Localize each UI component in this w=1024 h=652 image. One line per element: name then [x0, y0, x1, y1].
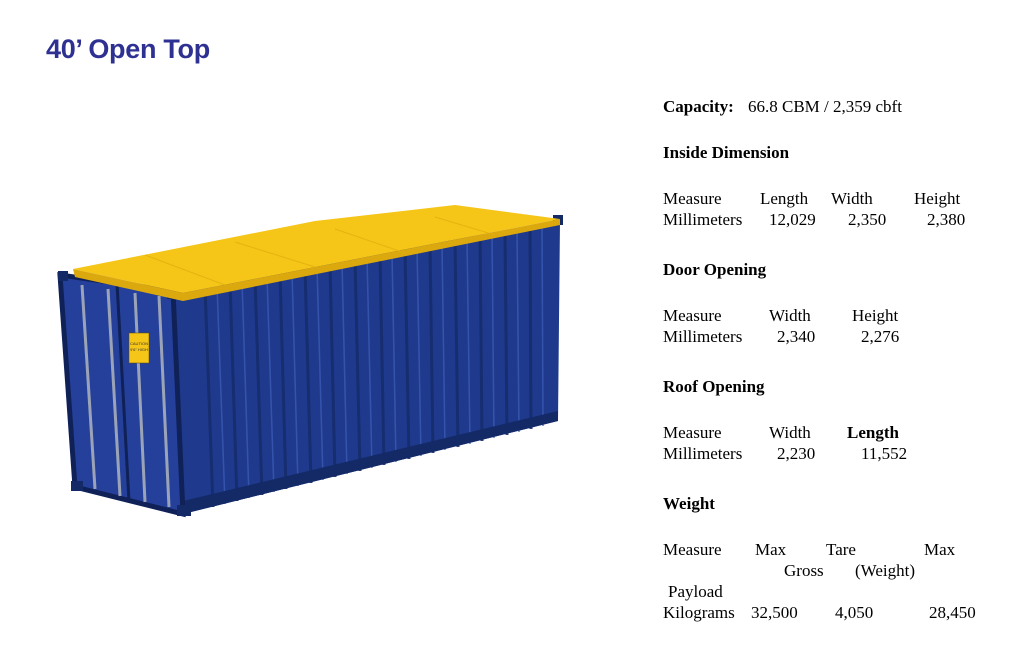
weight-value-row: Kilograms 32,500 4,050 28,450	[663, 602, 1013, 623]
roof-opening-header-row: Measure Width Length	[663, 422, 1013, 443]
svg-text:CAUTION: CAUTION	[130, 341, 148, 346]
tarpaulin-folds	[144, 216, 496, 286]
corner-casting	[177, 505, 191, 516]
capacity-label: Capacity:	[663, 97, 734, 116]
table-cell: 28,450	[929, 603, 976, 622]
door-opening-header-row: Measure Width Height	[663, 305, 1013, 326]
side-corrugation-highlights	[216, 223, 544, 505]
column-header: Width	[769, 306, 811, 325]
column-header: Max	[924, 540, 956, 559]
weight-heading: Weight	[663, 494, 715, 513]
column-header: Height	[852, 306, 899, 325]
container-door-end	[60, 275, 183, 514]
weight-header-row: Measure Max Tare Max	[663, 539, 1013, 560]
inside-dimension-header-row: Measure Length Width Height	[663, 188, 1013, 209]
inside-dimension-heading: Inside Dimension	[663, 143, 790, 162]
column-header: Max	[755, 540, 787, 559]
column-header: Height	[914, 189, 961, 208]
column-header: Width	[831, 189, 873, 208]
table-cell: Millimeters	[663, 444, 743, 463]
corner-casting	[58, 271, 68, 281]
table-cell: 12,029	[769, 210, 816, 229]
side-corrugations	[203, 225, 533, 508]
column-header: (Weight)	[855, 561, 915, 580]
door-opening-value-row: Millimeters 2,340 2,276	[663, 326, 1013, 347]
capacity-line: Capacity: 66.8 CBM / 2,359 cbft	[663, 96, 1013, 117]
bottom-rail	[183, 411, 558, 514]
table-cell: 32,500	[751, 603, 798, 622]
weight-header-row-3: Payload	[663, 581, 1013, 602]
door-opening-heading: Door Opening	[663, 260, 767, 279]
roof-opening-value-row: Millimeters 2,230 11,552	[663, 443, 1013, 464]
column-header: Measure	[663, 540, 722, 559]
door-locking-bars	[80, 284, 171, 508]
caution-sticker	[128, 332, 150, 364]
column-header: Length	[760, 189, 809, 208]
page-title: 40’ Open Top	[46, 34, 210, 64]
table-cell: 2,230	[777, 444, 816, 463]
table-cell: 4,050	[835, 603, 874, 622]
roof-opening-heading: Roof Opening	[663, 377, 765, 396]
svg-text:9'6" HIGH: 9'6" HIGH	[130, 347, 148, 352]
table-cell: 2,380	[927, 210, 966, 229]
corner-casting	[71, 481, 83, 491]
open-top-container-image: CAUTION 9'6" HIGH	[57, 205, 563, 518]
column-header: Width	[769, 423, 811, 442]
capacity-value: 66.8 CBM / 2,359 cbft	[748, 97, 902, 116]
column-header: Length	[847, 423, 899, 442]
column-header: Tare	[826, 540, 856, 559]
column-header: Measure	[663, 423, 722, 442]
table-cell: 2,276	[861, 327, 900, 346]
column-header: Measure	[663, 306, 722, 325]
weight-header-row-2: Gross (Weight)	[663, 560, 1013, 581]
table-cell: 11,552	[861, 444, 908, 463]
door-split	[115, 282, 131, 502]
specifications-panel: Capacity: 66.8 CBM / 2,359 cbft Inside D…	[663, 96, 1013, 623]
column-header: Payload	[668, 582, 723, 601]
column-header: Gross	[784, 561, 824, 580]
tarpaulin-roof	[73, 205, 560, 293]
table-cell: Millimeters	[663, 327, 743, 346]
column-header: Measure	[663, 189, 722, 208]
table-cell: 2,340	[777, 327, 816, 346]
inside-dimension-value-row: Millimeters 12,029 2,350 2,380	[663, 209, 1013, 230]
table-cell: 2,350	[848, 210, 887, 229]
table-cell: Millimeters	[663, 210, 743, 229]
table-cell: Kilograms	[663, 603, 735, 622]
